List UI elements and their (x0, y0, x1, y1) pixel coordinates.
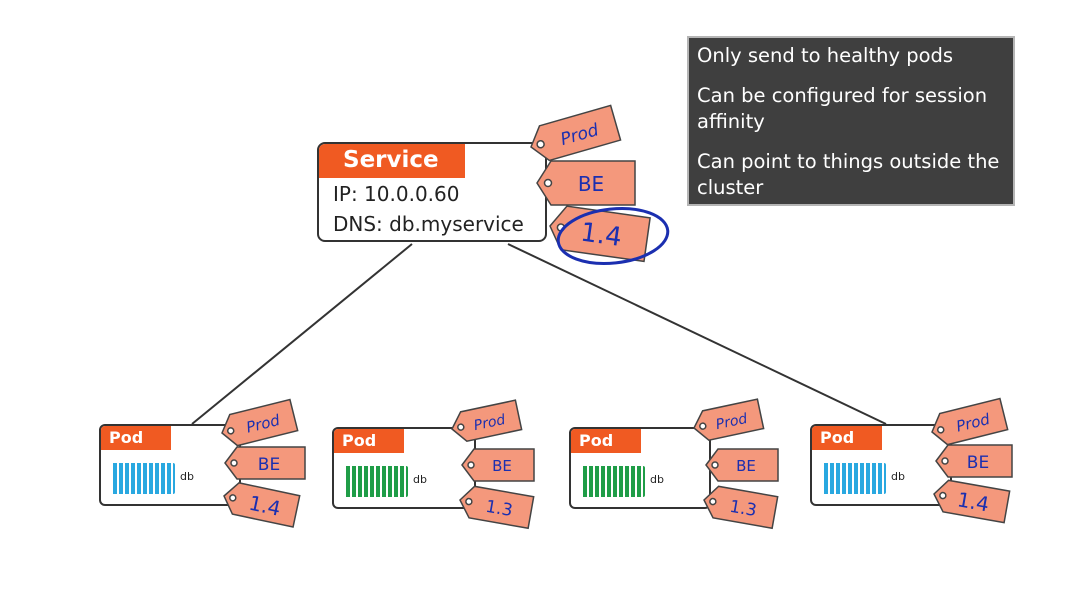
tag-pod3-be: BE (705, 448, 779, 482)
pod-title: Pod (571, 429, 641, 453)
connector-line-right (507, 243, 887, 425)
service-dns: DNS: db.myservice (333, 212, 524, 236)
container-icon (822, 463, 886, 494)
tag-text: 1.4 (955, 487, 990, 516)
container-icon (111, 463, 175, 494)
connector-line-left (191, 243, 413, 425)
tag-pod4-prod: Prod (931, 397, 1009, 446)
pod-1: Pod db (99, 424, 241, 506)
tag-pod4-be: BE (935, 444, 1013, 478)
tag-service-be: BE (536, 160, 636, 206)
container-label: db (650, 473, 664, 486)
tag-text: BE (967, 453, 989, 473)
tag-pod4-version: 1.4 (933, 479, 1011, 524)
note-line-1: Only send to healthy pods (697, 44, 954, 67)
tag-text: BE (492, 457, 512, 475)
tag-text: BE (578, 172, 604, 196)
pod-title: Pod (334, 429, 404, 453)
tag-text: 1.4 (579, 217, 624, 252)
pod-3: Pod db (569, 427, 711, 509)
tag-pod1-version: 1.4 (223, 482, 301, 528)
tag-text: BE (258, 455, 280, 475)
pod-title: Pod (101, 426, 171, 450)
tag-text: 1.3 (728, 497, 758, 521)
tag-pod3-version: 1.3 (703, 485, 779, 530)
tag-text: Prod (472, 412, 506, 434)
tag-pod1-be: BE (224, 446, 306, 480)
tag-text: 1.3 (484, 497, 514, 521)
container-label: db (413, 473, 427, 486)
service-ip: IP: 10.0.0.60 (333, 182, 460, 206)
tag-text: Prod (714, 411, 748, 433)
tag-service-prod: Prod (530, 104, 622, 162)
container-label: db (180, 470, 194, 483)
info-note: Only send to healthy pods Can be configu… (687, 36, 1015, 206)
pod-2: Pod db (332, 427, 476, 509)
service-box: Service IP: 10.0.0.60 DNS: db.myservice (317, 142, 547, 242)
container-icon (344, 466, 408, 497)
note-line-2: Can be configured for session affinity (697, 84, 988, 133)
tag-pod3-prod: Prod (693, 398, 765, 441)
pod-4: Pod db (810, 424, 952, 506)
container-icon (581, 466, 645, 497)
tag-pod2-be: BE (461, 448, 535, 482)
tag-pod1-prod: Prod (221, 398, 299, 447)
tag-text: BE (736, 457, 756, 475)
service-title: Service (319, 144, 465, 178)
tag-pod2-version: 1.3 (459, 485, 535, 530)
container-label: db (891, 470, 905, 483)
highlight-circle (556, 207, 670, 265)
tag-pod2-prod: Prod (451, 399, 523, 442)
tag-service-version: 1.4 (549, 205, 651, 263)
pod-title: Pod (812, 426, 882, 450)
note-line-3: Can point to things outside the cluster (697, 150, 1000, 199)
